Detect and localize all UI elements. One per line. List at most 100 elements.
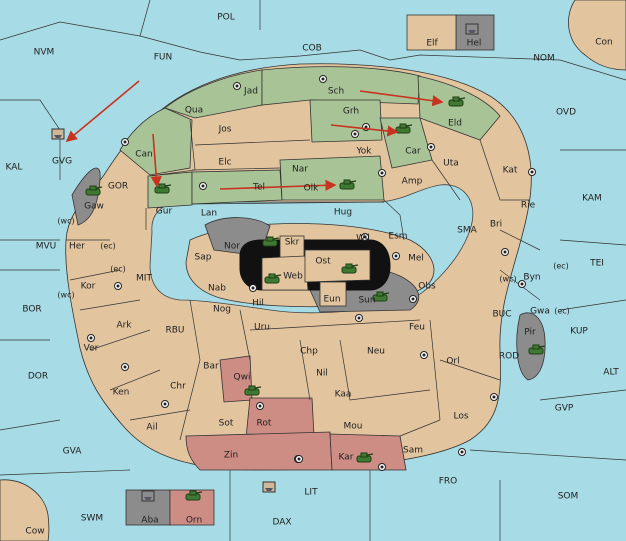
province-label-sch[interactable]: Sch — [328, 87, 344, 97]
province-label-kat[interactable]: Kat — [503, 166, 518, 176]
province-label-kar[interactable]: Kar — [339, 453, 354, 463]
province-label-chr[interactable]: Chr — [170, 382, 186, 392]
sea-label-dax[interactable]: DAX — [272, 518, 291, 528]
province-label-mel[interactable]: Mel — [408, 254, 424, 264]
province-label-sun[interactable]: Sun — [358, 296, 375, 306]
province-label-nil[interactable]: Nil — [316, 369, 328, 379]
province-label-tel[interactable]: Tel — [252, 183, 265, 193]
province-label-hil[interactable]: Hil — [252, 299, 264, 309]
province-label-jos[interactable]: Jos — [218, 125, 232, 135]
province-label-olk[interactable]: Olk — [304, 184, 320, 194]
sea-label-cow[interactable]: Cow — [25, 527, 44, 537]
sea-label-kal[interactable]: KAL — [6, 163, 23, 173]
province-label-jad[interactable]: Jad — [243, 87, 258, 97]
sea-label-pol[interactable]: POL — [217, 13, 235, 23]
sea-label-mit[interactable]: MIT — [136, 274, 152, 284]
sea-label-fro[interactable]: FRO — [439, 477, 458, 487]
army-unit-icon[interactable] — [262, 236, 280, 247]
province-label-neu[interactable]: Neu — [367, 347, 385, 357]
province-label-skr[interactable]: Skr — [285, 238, 300, 248]
province-label-her[interactable]: Her — [69, 242, 85, 252]
army-unit-icon[interactable] — [85, 185, 103, 196]
army-unit-icon[interactable] — [341, 263, 359, 274]
province-label-lan[interactable]: Lan — [201, 209, 217, 219]
province-label-qwi[interactable]: Qwi — [234, 373, 251, 383]
province-label-wil[interactable]: Wil — [356, 234, 370, 244]
province-label-esm[interactable]: Esm — [388, 232, 407, 242]
fleet-unit-icon[interactable] — [262, 481, 276, 493]
province-label-nab[interactable]: Nab — [208, 284, 226, 294]
sea-label-gvg[interactable]: GVG — [52, 157, 72, 167]
sea-label-gor[interactable]: GOR — [108, 182, 128, 192]
province-label-obs[interactable]: Obs — [418, 282, 436, 292]
fleet-unit-icon[interactable] — [465, 23, 479, 35]
sea-label-rod[interactable]: ROD — [499, 352, 519, 362]
sea-label-sma[interactable]: SMA — [457, 226, 477, 236]
province-label-hel[interactable]: Hel — [467, 39, 482, 49]
province-label-qua[interactable]: Qua — [185, 106, 203, 116]
army-unit-icon[interactable] — [528, 344, 546, 355]
sea-label-gva[interactable]: GVA — [63, 447, 83, 457]
province-label-yok[interactable]: Yok — [355, 147, 372, 157]
army-unit-icon[interactable] — [372, 291, 390, 302]
province-label-aba[interactable]: Aba — [141, 516, 158, 526]
army-unit-icon[interactable] — [185, 490, 203, 501]
sea-label-dor[interactable]: DOR — [28, 372, 48, 382]
province-label-pir[interactable]: Pir — [524, 328, 536, 338]
fleet-unit-icon[interactable] — [141, 490, 155, 502]
province-label-ail[interactable]: Ail — [146, 423, 157, 433]
sea-label-lit[interactable]: LIT — [304, 488, 318, 498]
army-unit-icon[interactable] — [244, 385, 262, 396]
province-label-car[interactable]: Car — [405, 147, 421, 157]
province-label-sam[interactable]: Sam — [403, 446, 423, 456]
province-label-elc[interactable]: Elc — [218, 158, 231, 168]
army-unit-icon[interactable] — [264, 273, 282, 284]
sea-label-buc[interactable]: BUC — [492, 310, 511, 320]
province-label-can[interactable]: Can — [135, 150, 153, 160]
province-label-sap[interactable]: Sap — [195, 253, 212, 263]
province-label-chp[interactable]: Chp — [300, 347, 318, 357]
army-unit-icon[interactable] — [448, 96, 466, 107]
province-label-rot[interactable]: Rot — [257, 419, 272, 429]
province-label-eun[interactable]: Eun — [323, 295, 340, 305]
province-label-web[interactable]: Web — [283, 272, 303, 282]
province-label-gur[interactable]: Gur — [156, 207, 173, 217]
sea-label-rbu[interactable]: RBU — [165, 326, 184, 336]
sea-label-mvu[interactable]: MVU — [36, 242, 57, 252]
sea-label-ovd[interactable]: OVD — [556, 108, 576, 118]
province-label-gaw[interactable]: Gaw — [84, 202, 104, 212]
province-label-nor[interactable]: Nor — [224, 242, 240, 252]
sea-label-som[interactable]: SOM — [558, 492, 579, 502]
province-label-mou[interactable]: Mou — [344, 422, 363, 432]
sea-label-con[interactable]: Con — [595, 38, 613, 48]
province-label-zin[interactable]: Zin — [224, 451, 238, 461]
province-label-uta[interactable]: Uta — [443, 159, 459, 169]
sea-label-nom[interactable]: NOM — [533, 54, 555, 64]
army-unit-icon[interactable] — [356, 452, 374, 463]
province-label-bar[interactable]: Bar — [203, 362, 219, 372]
province-label-elf[interactable]: Elf — [426, 39, 438, 49]
province-label-hug[interactable]: Hug — [334, 208, 352, 218]
province-label-grh[interactable]: Grh — [343, 107, 359, 117]
sea-label-kam[interactable]: KAM — [582, 194, 602, 204]
province-label-kor[interactable]: Kor — [81, 282, 96, 292]
province-label-orn[interactable]: Orn — [186, 516, 202, 526]
sea-label-tei[interactable]: TEI — [589, 259, 604, 269]
province-label-orl[interactable]: Orl — [446, 357, 459, 367]
province-label-ost[interactable]: Ost — [315, 257, 331, 267]
province-label-sot[interactable]: Sot — [219, 419, 234, 429]
province-label-kaa[interactable]: Kaa — [335, 390, 352, 400]
province-label-nar[interactable]: Nar — [292, 165, 308, 175]
army-unit-icon[interactable] — [154, 183, 172, 194]
province-label-amp[interactable]: Amp — [402, 177, 423, 187]
province-label-eld[interactable]: Eld — [448, 119, 462, 129]
sea-label-bor[interactable]: BOR — [22, 305, 41, 315]
sea-label-cob[interactable]: COB — [302, 44, 322, 54]
sea-label-swm[interactable]: SWM — [81, 514, 103, 524]
sea-label-fun[interactable]: FUN — [154, 53, 173, 63]
province-label-bri[interactable]: Bri — [490, 220, 502, 230]
sea-label-kup[interactable]: KUP — [570, 327, 588, 337]
province-label-los[interactable]: Los — [453, 412, 468, 422]
province-label-uru[interactable]: Uru — [254, 323, 270, 333]
province-label-ver[interactable]: Ver — [84, 344, 99, 354]
